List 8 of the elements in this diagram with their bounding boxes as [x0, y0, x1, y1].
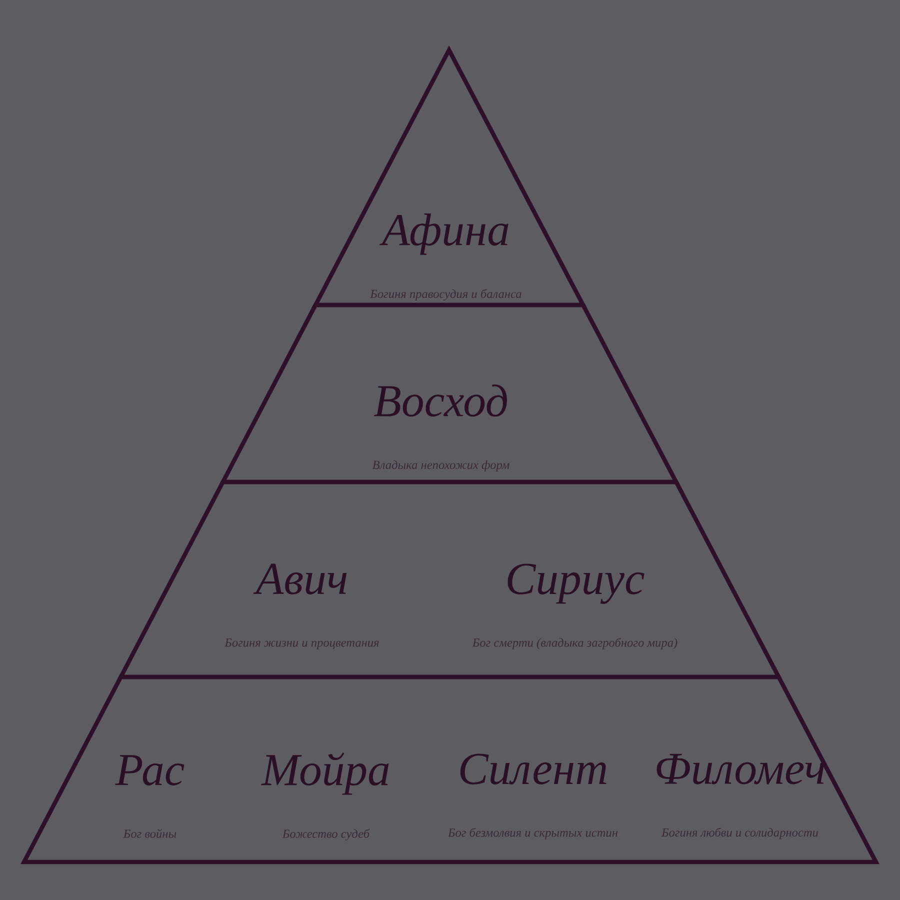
deity-name: Рас: [115, 755, 184, 786]
deity-name: Филомеч: [656, 754, 824, 784]
deity-name: Авич: [253, 564, 347, 594]
deity-name: Мойра: [261, 752, 389, 795]
deity-name: Восход: [374, 384, 507, 417]
deity-name: Сириус: [508, 564, 644, 604]
deity-name: Афина: [380, 213, 508, 255]
deity-name: Силент: [460, 754, 606, 784]
